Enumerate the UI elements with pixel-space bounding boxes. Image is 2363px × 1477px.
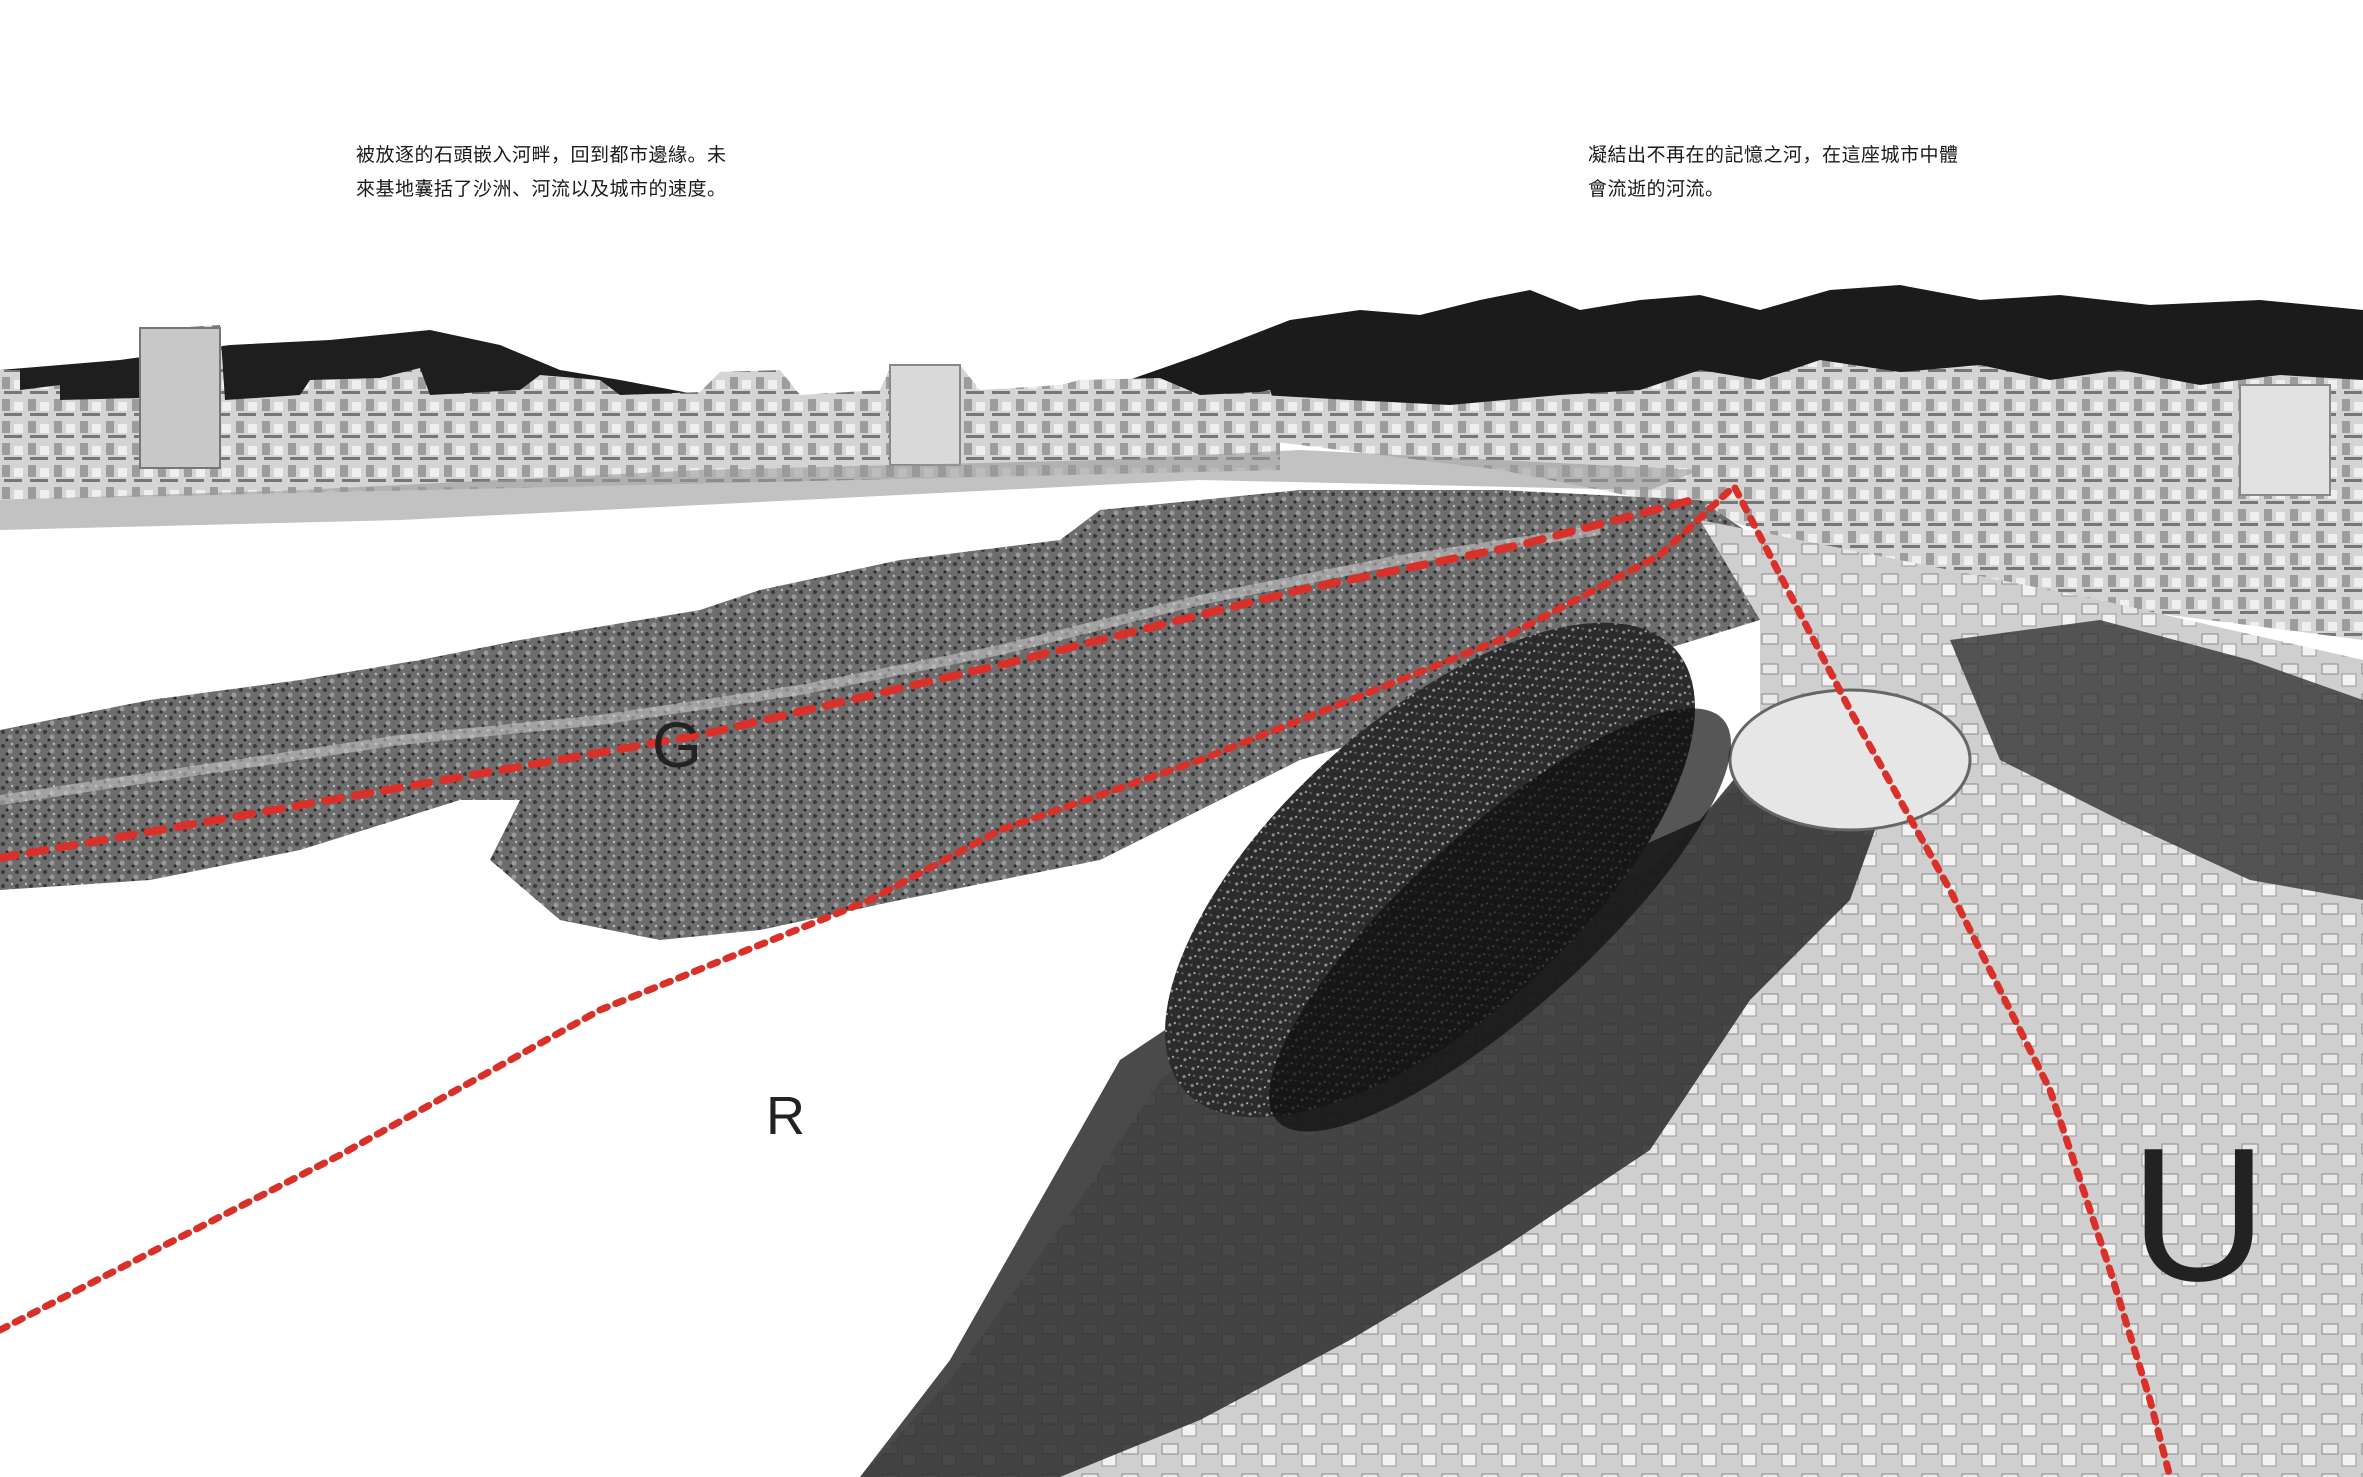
river-shore-distant (0, 450, 1700, 530)
tower-right (2239, 384, 2331, 496)
caption-left-line2: 來基地囊括了沙洲、河流以及城市的速度。 (356, 178, 727, 200)
marker-r: R (766, 1086, 805, 1146)
giant-stone-shade (1269, 708, 1731, 1132)
caption-right: 凝結出不再在的記憶之河，在這座城市中體 會流逝的河流。 (1588, 138, 2008, 206)
sandbar-island (0, 490, 1760, 940)
red-path-u (1731, 484, 2174, 1477)
tower-left-2 (889, 364, 961, 466)
caption-right-line2: 會流逝的河流。 (1588, 178, 1725, 200)
tower-left-1 (139, 327, 221, 469)
trees-right (1950, 620, 2363, 900)
skyline-right (1260, 360, 2363, 640)
caption-left: 被放逐的石頭嵌入河畔，回到都市邊緣。未 來基地囊括了沙洲、河流以及城市的速度。 (356, 138, 786, 206)
red-path-g (0, 494, 1704, 862)
marker-g: G (652, 709, 702, 781)
track-field (1728, 688, 1972, 832)
caption-right-line1: 凝結出不再在的記憶之河，在這座城市中體 (1588, 144, 1959, 166)
marker-u: U (2130, 1109, 2268, 1321)
red-path-r (0, 486, 1734, 1334)
caption-left-line1: 被放逐的石頭嵌入河畔，回到都市邊緣。未 (356, 144, 727, 166)
sandbar-highlight (0, 525, 1601, 805)
red-path-lines (0, 484, 2174, 1477)
